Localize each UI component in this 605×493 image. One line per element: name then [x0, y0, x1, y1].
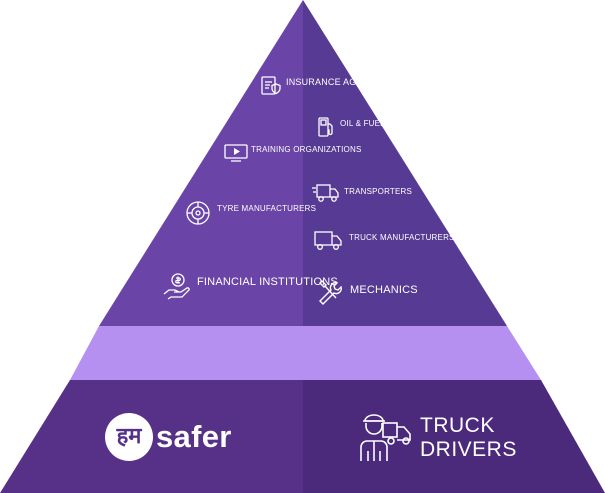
pyramid-left-face — [99, 0, 303, 326]
money-hand-icon — [162, 272, 192, 302]
fast-truck-icon — [311, 182, 341, 204]
tyre-icon — [185, 200, 211, 226]
base-right-face — [303, 380, 605, 493]
label-tyre-manufacturers: TYRE MANUFACTURERS — [217, 204, 317, 213]
logo-wordmark: safer — [156, 419, 232, 454]
pyramid-right-face — [303, 0, 507, 326]
truck-driver-icon — [359, 407, 413, 463]
label-financial-institutions: FINANCIAL INSTITUTIONS — [197, 276, 338, 288]
label-oil-fuels: OIL & FUELS — [340, 119, 391, 128]
truck-icon — [313, 229, 343, 253]
label-transporters: TRANSPORTERS — [344, 187, 413, 196]
label-truck-drivers: TRUCK DRIVERS — [420, 414, 517, 461]
label-training-organizations: TRAINING ORGANIZATIONS — [251, 145, 362, 154]
wrench-tools-icon — [316, 277, 344, 305]
fuel-pump-icon — [317, 116, 335, 138]
connector-band — [70, 326, 541, 380]
insurance-document-icon — [259, 74, 283, 98]
hamsafer-logo: हम safer — [105, 413, 232, 461]
label-insurance-agencies: INSURANCE AGENCIES — [286, 77, 392, 87]
video-play-icon — [223, 143, 249, 163]
logo-mark: हम — [105, 413, 153, 461]
label-truck-manufacturers: TRUCK MANUFACTURERS — [349, 233, 455, 242]
label-mechanics: MECHANICS — [350, 284, 418, 296]
logo-mark-text: हम — [116, 424, 142, 449]
